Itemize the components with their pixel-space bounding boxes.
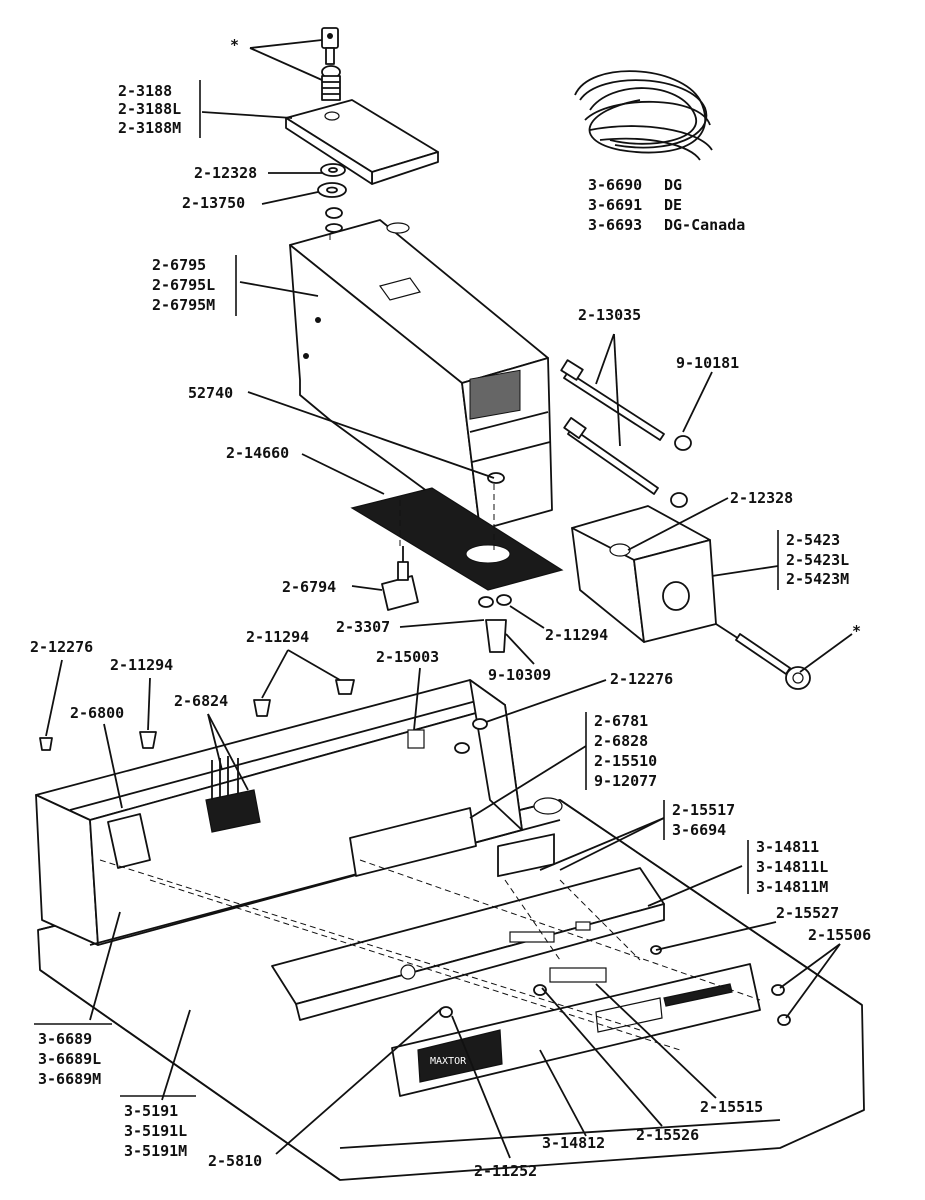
label-3-6689: 3-6689 — [38, 1030, 92, 1048]
label-2-15517: 2-15517 — [672, 801, 735, 819]
label-2-13035: 2-13035 — [578, 306, 641, 324]
label-2-6794: 2-6794 — [282, 578, 336, 596]
label-52740: 52740 — [188, 384, 233, 402]
nameplate-text: MAXTOR — [430, 1056, 467, 1067]
label-3-6691: 3-6691 — [588, 196, 642, 214]
label-2-13750: 2-13750 — [182, 194, 245, 212]
label-2-6800: 2-6800 — [70, 704, 124, 722]
cable-bundle — [574, 70, 713, 161]
alignment-lines — [99, 230, 761, 1051]
label-2-11252: 2-11252 — [474, 1162, 537, 1180]
label-2-12276-right: 2-12276 — [610, 670, 673, 688]
label-3-5191M: 3-5191M — [124, 1142, 187, 1160]
label-2-5810: 2-5810 — [208, 1152, 262, 1170]
label-2-5423: 2-5423 — [786, 531, 840, 549]
toggle-switch — [381, 546, 419, 611]
label-2-3188: 2-3188 — [118, 82, 172, 100]
label-2-11294-left: 2-11294 — [110, 656, 173, 674]
label-9-10181: 9-10181 — [676, 354, 739, 372]
label-2-12328-top: 2-12328 — [194, 164, 257, 182]
label-3-6693: 3-6693 — [588, 216, 642, 234]
label-2-6795L: 2-6795L — [152, 276, 215, 294]
label-variant-dg: DG — [664, 176, 682, 194]
label-2-12328-right: 2-12328 — [730, 489, 793, 507]
support-rods — [560, 359, 692, 508]
label-2-15515: 2-15515 — [700, 1098, 763, 1116]
label-2-15510: 2-15510 — [594, 752, 657, 770]
label-2-15506: 2-15506 — [808, 926, 871, 944]
label-2-15526: 2-15526 — [636, 1126, 699, 1144]
label-9-12077: 9-12077 — [594, 772, 657, 790]
back-panel-tray — [35, 679, 561, 946]
tower-housing — [289, 219, 553, 531]
label-3-6689L: 3-6689L — [38, 1050, 101, 1068]
leader-lines — [45, 39, 853, 1159]
label-2-6828: 2-6828 — [594, 732, 648, 750]
label-2-5423M: 2-5423M — [786, 570, 849, 588]
label-2-15003: 2-15003 — [376, 648, 439, 666]
label-star-top: * — [230, 36, 239, 54]
label-2-6795M: 2-6795M — [152, 296, 215, 314]
label-star-right: * — [852, 622, 861, 640]
front-bezel — [271, 867, 665, 1021]
top-cover-plate — [285, 99, 439, 185]
tray-components — [107, 718, 555, 878]
label-3-6689M: 3-6689M — [38, 1070, 101, 1088]
label-3-6694: 3-6694 — [672, 821, 726, 839]
label-2-5423L: 2-5423L — [786, 551, 849, 569]
label-variant-de: DE — [664, 196, 682, 214]
label-2-14660: 2-14660 — [226, 444, 289, 462]
label-2-6824: 2-6824 — [174, 692, 228, 710]
key-lock-assembly — [321, 27, 341, 101]
gasket-screws — [478, 594, 512, 653]
label-2-6795: 2-6795 — [152, 256, 206, 274]
label-3-6690: 3-6690 — [588, 176, 642, 194]
label-2-15527: 2-15527 — [776, 904, 839, 922]
group-brackets — [34, 80, 779, 1097]
label-3-14811L: 3-14811L — [756, 858, 828, 876]
label-2-11294-mid: 2-11294 — [545, 626, 608, 644]
label-variant-dg-canada: DG-Canada — [664, 216, 745, 234]
label-2-3188M: 2-3188M — [118, 119, 181, 137]
label-2-3188L: 2-3188L — [118, 100, 181, 118]
label-3-5191L: 3-5191L — [124, 1122, 187, 1140]
connector-cable — [715, 623, 811, 690]
label-3-14812: 3-14812 — [542, 1134, 605, 1152]
label-2-12276-left: 2-12276 — [30, 638, 93, 656]
label-3-14811M: 3-14811M — [756, 878, 828, 896]
front-display-panel: MAXTOR — [391, 963, 761, 1097]
label-3-14811: 3-14811 — [756, 838, 819, 856]
part-labels: * 2-3188 2-3188L 2-3188M 2-12328 2-13750… — [30, 36, 871, 1180]
gasket-plate — [350, 487, 564, 591]
loose-screws — [39, 679, 355, 751]
drawer-box — [571, 505, 717, 643]
washer-stack — [317, 163, 347, 233]
label-3-5191: 3-5191 — [124, 1102, 178, 1120]
label-2-6781: 2-6781 — [594, 712, 648, 730]
label-2-3307: 2-3307 — [336, 618, 390, 636]
label-9-10309: 9-10309 — [488, 666, 551, 684]
label-2-11294-top: 2-11294 — [246, 628, 309, 646]
